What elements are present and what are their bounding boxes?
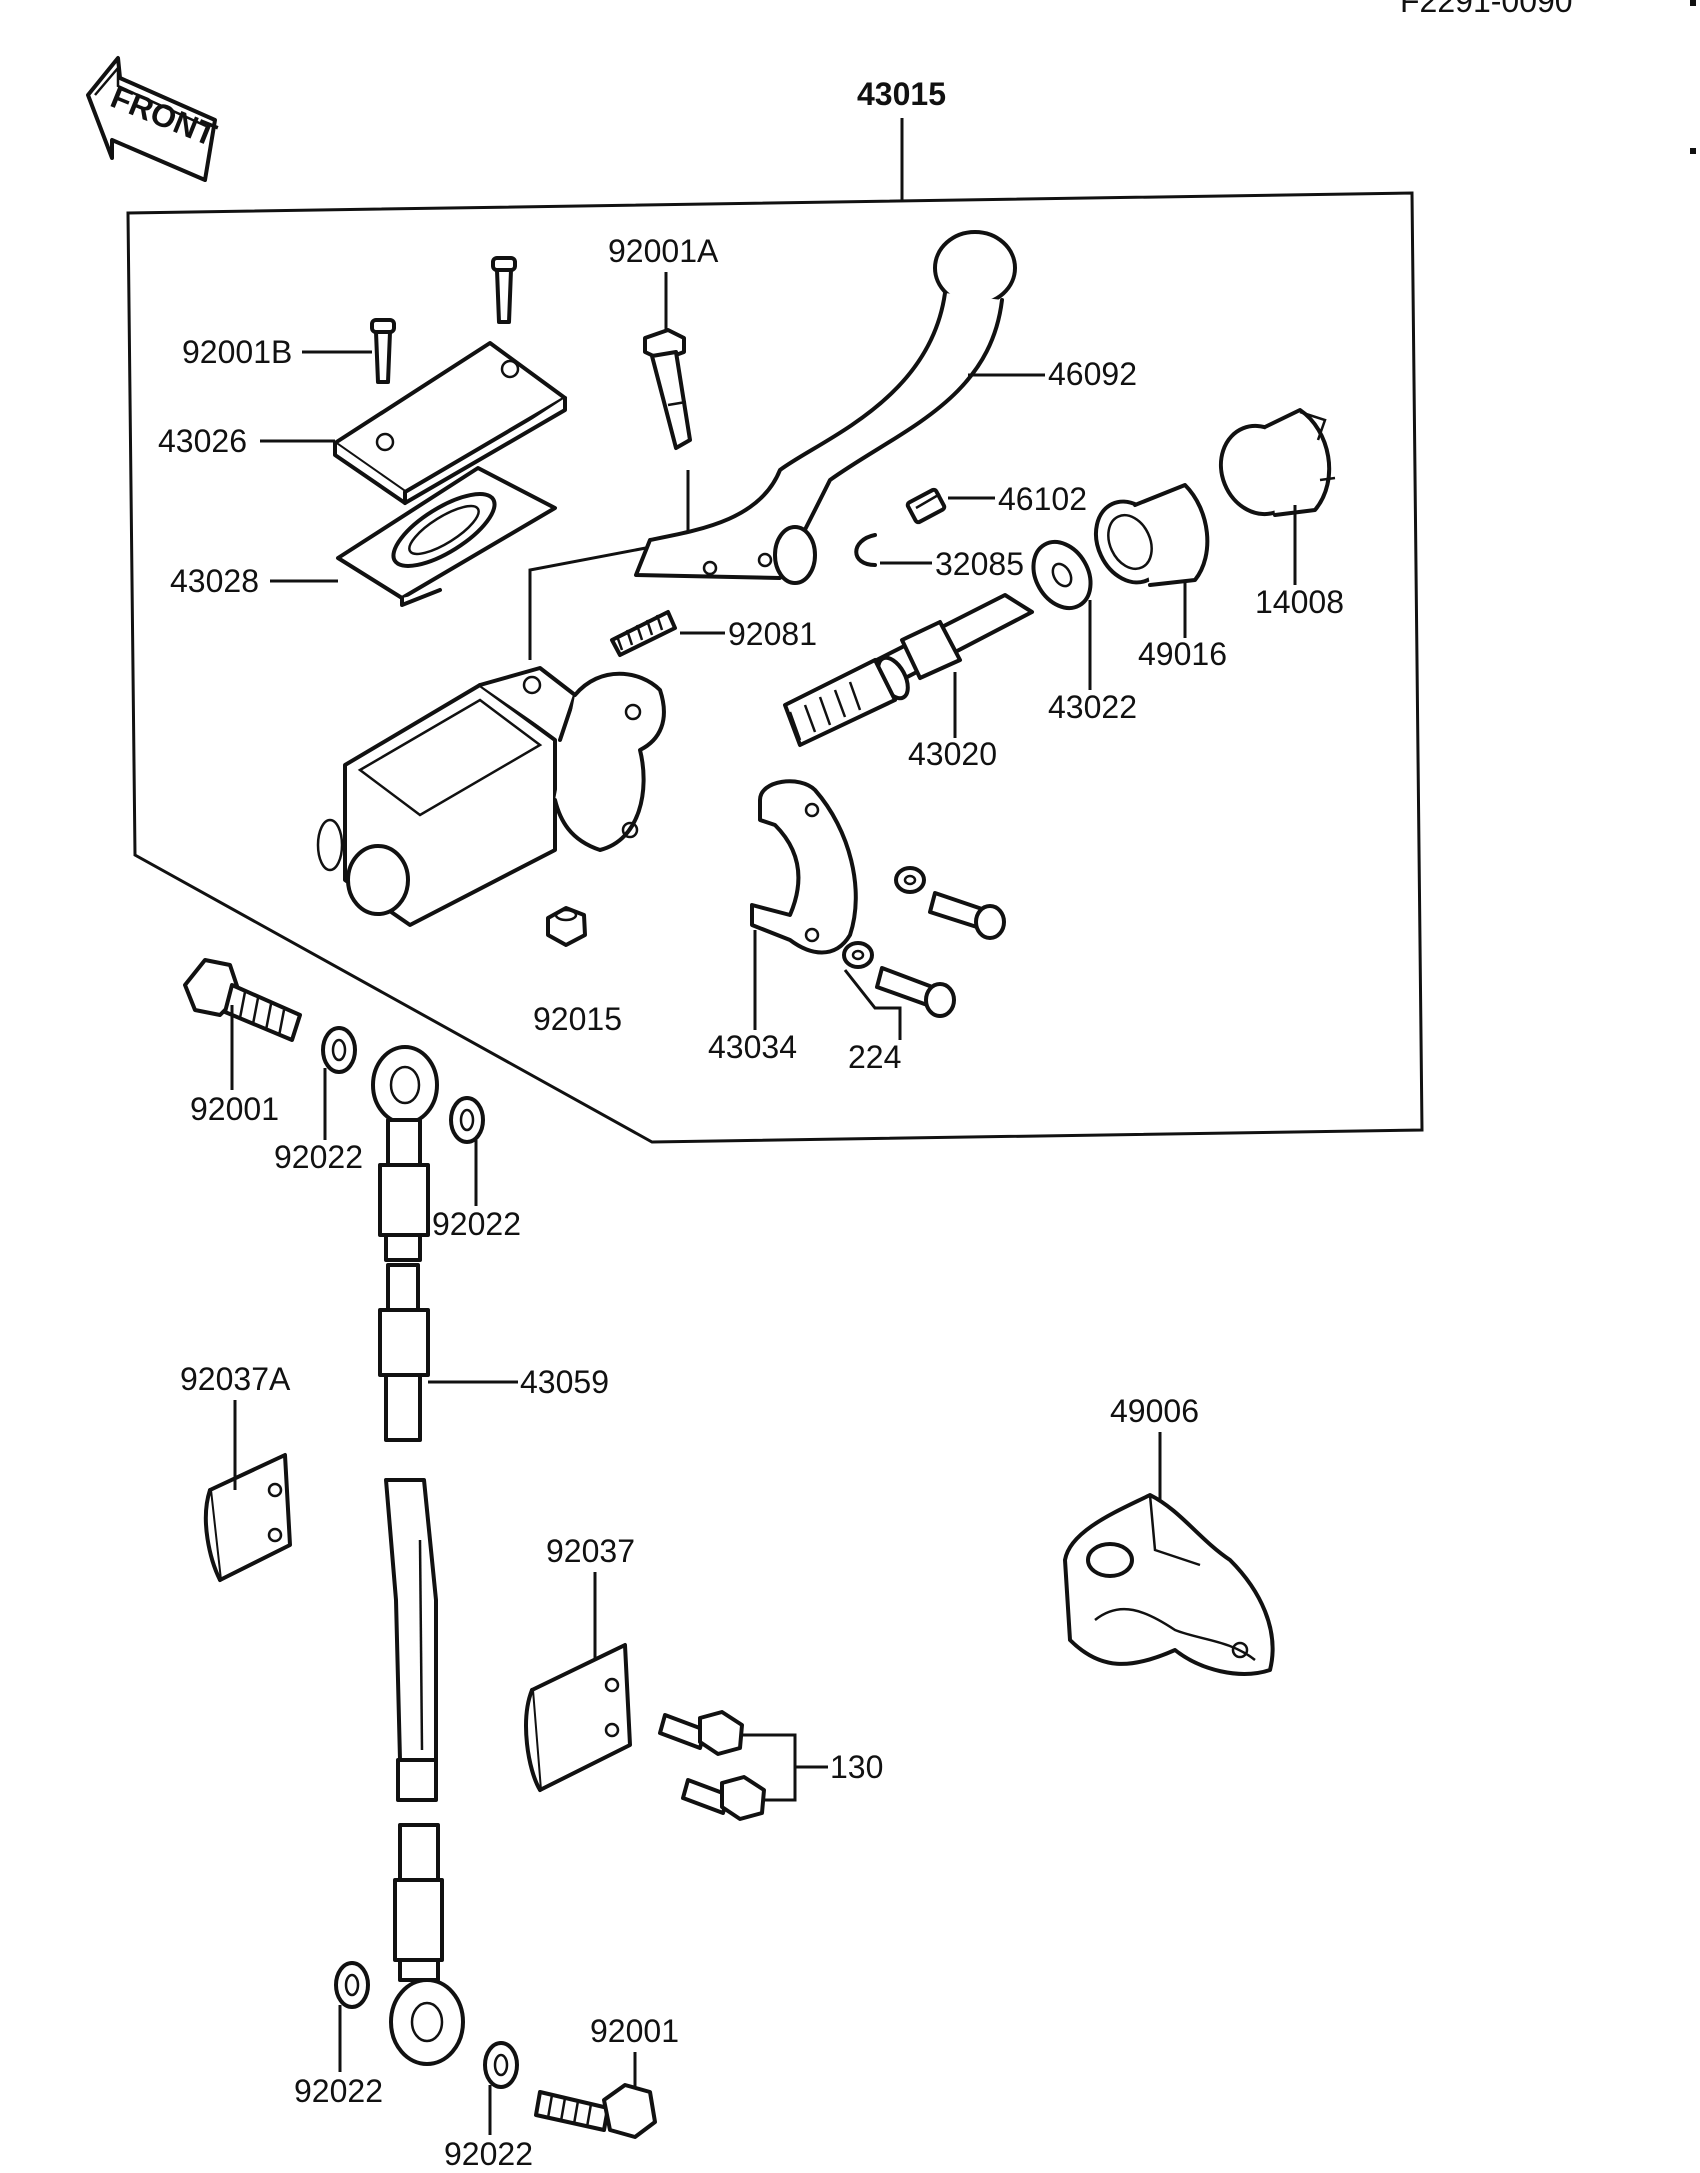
- callout-32085: 32085: [935, 546, 1024, 582]
- callout-92022-a: 92022: [274, 1139, 363, 1175]
- banjo-bolt-lower: [534, 2083, 657, 2139]
- callout-43020: 43020: [908, 736, 997, 772]
- callout-92081: 92081: [728, 616, 817, 652]
- piston-spring: [610, 610, 677, 657]
- hose-guide: [524, 1643, 632, 1792]
- callout-92001A: 92001A: [608, 233, 719, 269]
- callout-46102: 46102: [998, 481, 1087, 517]
- callout-46092: 46092: [1048, 356, 1137, 392]
- handlebar-clamp: [750, 779, 858, 955]
- callout-43026: 43026: [158, 423, 247, 459]
- sealing-washer: [334, 1961, 370, 2009]
- clamp-bolts: [842, 866, 1006, 1018]
- callout-43034: 43034: [708, 1029, 797, 1065]
- callout-43022: 43022: [1048, 689, 1137, 725]
- callout-92037A: 92037A: [180, 1361, 291, 1397]
- callout-43015: 43015: [857, 76, 946, 112]
- callout-92001B: 92001B: [182, 334, 292, 370]
- assembly-boundary: [126, 118, 1424, 1144]
- callout-43028: 43028: [170, 563, 259, 599]
- piston-dust-seal: [1093, 483, 1210, 587]
- sealing-washer: [483, 2041, 519, 2089]
- master-cylinder-piston: [783, 593, 1034, 747]
- clutch-lever: [634, 230, 1017, 585]
- banjo-bolt-upper: [183, 958, 302, 1042]
- piston-washer: [1031, 540, 1093, 610]
- callout-14008: 14008: [1255, 584, 1344, 620]
- callout-92022-d: 92022: [444, 2136, 533, 2172]
- diagram-code: F2291-0090: [1400, 0, 1573, 19]
- lever-adjuster-screw: [905, 487, 947, 525]
- edge-mark: [1690, 148, 1696, 154]
- reservoir-cap-screw: [370, 256, 517, 384]
- guide-bolts: [658, 1710, 766, 1821]
- edge-mark: [1690, 0, 1696, 6]
- callout-92037: 92037: [546, 1533, 635, 1569]
- master-cylinder-cover: [1063, 1493, 1275, 1676]
- clutch-hose: [371, 1045, 465, 2066]
- callout-43059: 43059: [520, 1364, 609, 1400]
- callout-92022-b: 92022: [432, 1206, 521, 1242]
- callout-49006: 49006: [1110, 1393, 1199, 1429]
- callout-49016: 49016: [1138, 636, 1227, 672]
- callout-92015: 92015: [533, 1001, 622, 1037]
- front-arrow-icon: FRONT: [86, 56, 222, 182]
- callout-92001-upper: 92001: [190, 1091, 279, 1127]
- callout-224: 224: [848, 1039, 901, 1075]
- retaining-clip: [854, 533, 877, 567]
- mounting-nut: [546, 906, 587, 947]
- master-cylinder-body: [316, 666, 666, 927]
- sealing-washer: [449, 1096, 485, 1144]
- hose-guide: [203, 1453, 292, 1582]
- callout-92022-c: 92022: [294, 2073, 383, 2109]
- callout-92001-lower: 92001: [590, 2013, 679, 2049]
- sealing-washer: [321, 1026, 357, 1074]
- lever-pivot-bolt: [643, 328, 692, 450]
- piston-cover: [1218, 408, 1336, 517]
- reservoir-diaphragm: [336, 466, 557, 607]
- callout-130: 130: [830, 1749, 883, 1785]
- reservoir-cap: [333, 341, 567, 505]
